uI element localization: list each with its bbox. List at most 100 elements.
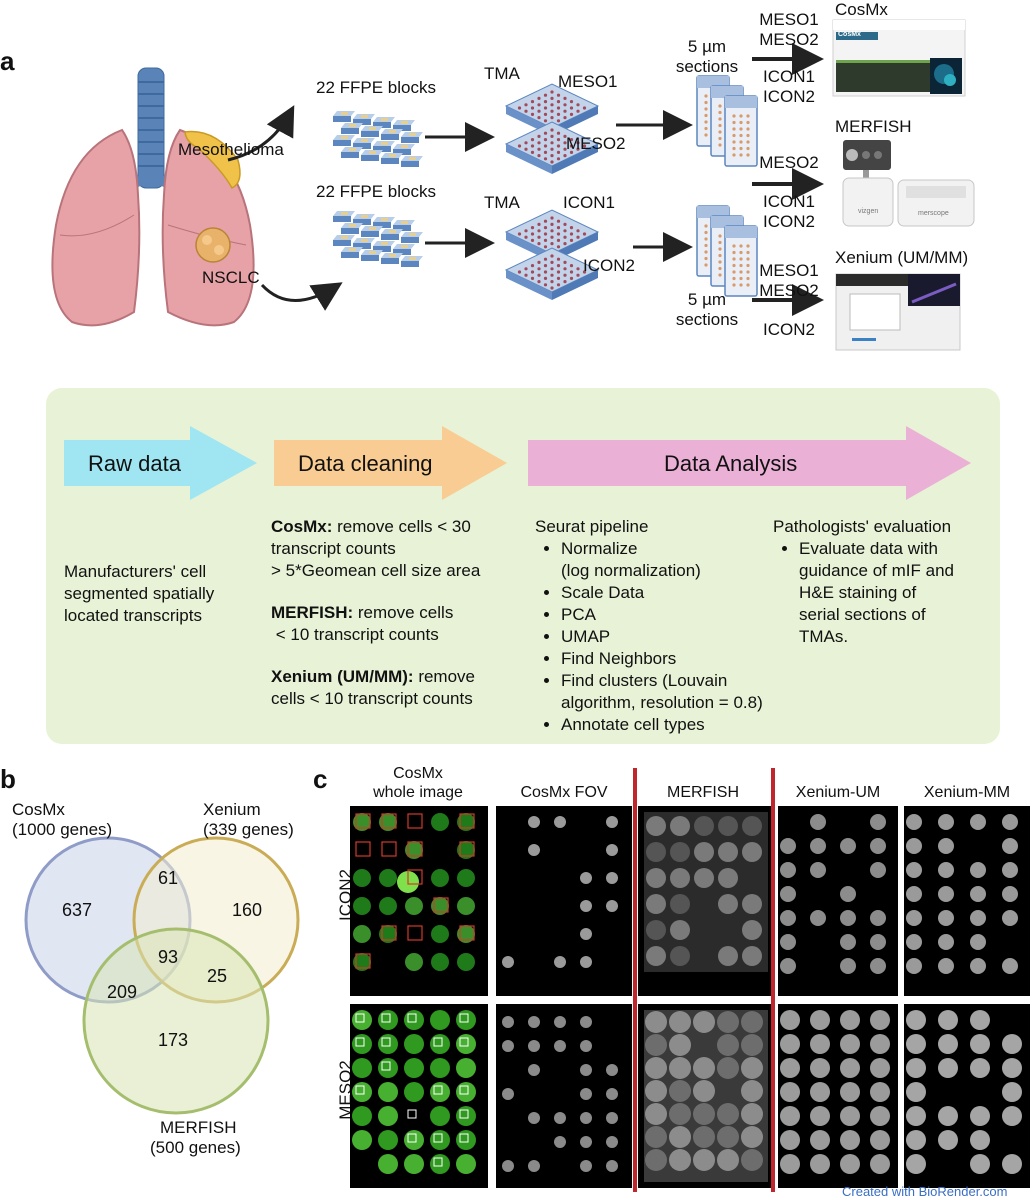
- xenium-below-1: ICON2: [763, 320, 815, 339]
- tma-core: [537, 103, 541, 107]
- merfish-below-1: ICON1: [763, 192, 815, 211]
- tma-core: [576, 229, 580, 233]
- tma-core: [556, 245, 561, 249]
- data-cleaning-arrow: [274, 426, 507, 500]
- tissue-core: [670, 868, 690, 888]
- section-core: [739, 270, 743, 274]
- tma-core: [563, 273, 567, 277]
- section-core: [704, 237, 708, 241]
- tissue-core: [741, 1034, 763, 1056]
- nsclc-label: NSCLC: [202, 268, 260, 287]
- tma-core: [556, 100, 561, 104]
- tissue-core: [906, 814, 922, 830]
- fov-outline: [459, 1133, 469, 1143]
- tissue-core: [606, 1112, 618, 1124]
- tissue-core: [1002, 886, 1018, 902]
- tissue-core: [938, 1034, 958, 1054]
- tissue-core: [870, 934, 886, 950]
- tissue-core: [906, 838, 922, 854]
- fov-outline: [407, 1013, 417, 1023]
- panel-b-letter: b: [0, 764, 16, 794]
- tissue-core: [906, 1106, 926, 1126]
- tma-bottom-icon1-label: ICON1: [563, 193, 615, 212]
- tma-core: [543, 93, 548, 97]
- venn-xenium-sub: (339 genes): [203, 820, 294, 839]
- section-core: [718, 273, 722, 277]
- tissue-core: [580, 900, 592, 912]
- tma-slide-side: [552, 270, 598, 300]
- tma-core: [550, 90, 554, 94]
- tissue-core: [580, 1016, 592, 1028]
- tissue-core: [970, 1034, 990, 1054]
- tma-core: [550, 260, 554, 264]
- tma-core: [563, 222, 567, 226]
- ffpe-tissue: [369, 227, 376, 230]
- cosmx-instrument: [832, 19, 966, 97]
- panel-c-letter: c: [313, 764, 328, 794]
- tissue-core: [840, 1034, 860, 1054]
- tissue-core: [810, 1010, 830, 1030]
- tissue-core: [840, 1106, 860, 1126]
- tma-core: [576, 273, 580, 277]
- tma-core: [530, 238, 535, 242]
- tissue-core: [430, 1058, 450, 1078]
- section-core: [739, 244, 743, 248]
- tissue-core: [780, 910, 796, 926]
- tma-slide-side: [552, 144, 598, 174]
- ffpe-tissue: [401, 121, 408, 124]
- xenium-above-1: MESO1: [759, 261, 819, 280]
- tissue-core: [431, 813, 449, 831]
- tissue-core: [1002, 1154, 1022, 1174]
- tma-core: [537, 109, 541, 113]
- section-core: [746, 276, 750, 281]
- ffpe-block: [361, 231, 379, 237]
- tma-core: [543, 264, 548, 268]
- ffpe-tissue: [361, 215, 368, 218]
- tissue-core: [693, 1080, 715, 1102]
- tissue-core: [352, 1058, 372, 1078]
- col-title-cosmx-whole-l2: whole image: [373, 784, 463, 801]
- tissue-core: [717, 1126, 739, 1148]
- ffpe-block: [341, 128, 359, 134]
- ffpe-block: [401, 161, 419, 167]
- section-core: [732, 263, 736, 268]
- tissue-core: [669, 1034, 691, 1056]
- ffpe-block: [353, 143, 371, 149]
- tma-core: [537, 260, 541, 264]
- tma-core: [556, 144, 561, 148]
- ffpe-block: [373, 222, 391, 228]
- tissue-core: [670, 920, 690, 940]
- ffpe-block: [341, 228, 359, 234]
- ffpe-block: [381, 234, 399, 240]
- data-analysis-arrow: [528, 426, 971, 500]
- merfish-above-1: MESO2: [759, 153, 819, 172]
- tissue-core: [810, 1130, 830, 1150]
- tissue-core: [606, 1160, 618, 1172]
- fov-outline: [407, 1133, 417, 1143]
- tissue-core: [528, 1040, 540, 1052]
- tissue-core: [693, 1057, 715, 1079]
- tma-core: [563, 103, 567, 107]
- tissue-core: [405, 953, 423, 971]
- col-title-cosmx-whole: CosMx whole image: [350, 764, 486, 802]
- fov-outline: [355, 953, 371, 969]
- section-core: [739, 283, 743, 287]
- tma-core: [556, 131, 561, 135]
- cleaning-merfish-l2: < 10 transcript counts: [271, 625, 439, 644]
- tissue-core: [938, 862, 954, 878]
- seurat-pipeline: Seurat pipeline Normalize(log normalizat…: [535, 516, 795, 736]
- cosmx-arrow-above: MESO1 MESO2: [752, 10, 826, 50]
- section-core: [718, 240, 722, 245]
- tissue-core: [906, 1154, 926, 1174]
- sections-top-line1: 5 µm: [687, 37, 727, 56]
- tissue-core: [669, 1011, 691, 1033]
- tma-core: [537, 280, 541, 284]
- tma-core: [537, 235, 541, 239]
- seurat-item: Normalize(log normalization): [561, 538, 795, 582]
- tma-core: [530, 232, 535, 236]
- tma-core: [543, 276, 548, 280]
- ffpe-tissue: [381, 218, 388, 221]
- tissue-core: [780, 1106, 800, 1126]
- tissue-core: [352, 1034, 372, 1054]
- section-core: [732, 244, 736, 248]
